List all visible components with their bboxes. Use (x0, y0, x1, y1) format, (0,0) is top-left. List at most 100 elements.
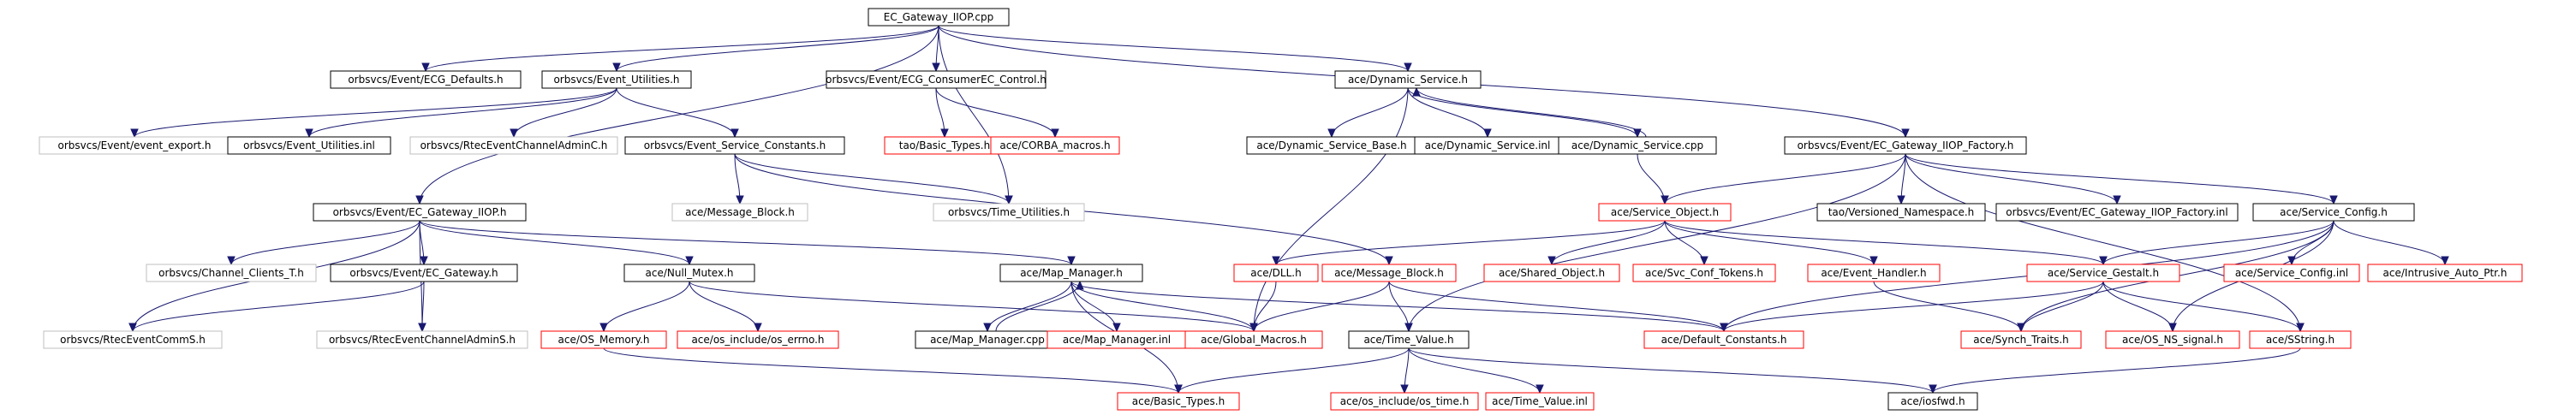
node-label: ace/Map_Manager.h (1020, 267, 1123, 279)
node-dynamic-service-base[interactable]: ace/Dynamic_Service_Base.h (1246, 136, 1417, 155)
node-label: ace/OS_Memory.h (558, 334, 650, 346)
node-label: orbsvcs/Event_Utilities.h (553, 74, 679, 86)
node-ec-gateway-iiop-factory-h[interactable]: orbsvcs/Event/EC_Gateway_IIOP_Factory.h (1784, 136, 2027, 155)
node-map-manager-cpp[interactable]: ace/Map_Manager.cpp (915, 330, 1060, 349)
node-versioned-namespace[interactable]: tao/Versioned_Namespace.h (1816, 203, 1986, 222)
node-dynamic-service-h[interactable]: ace/Dynamic_Service.h (1334, 70, 1482, 89)
edge-ec_gateway_iiop_h-to-channel_clients_t (227, 220, 420, 266)
edge-dynamic_service_h-to-dynamic_service_inl (1407, 87, 1492, 139)
node-service-config-inl[interactable]: ace/Service_Config.inl (2223, 264, 2360, 282)
node-label: ace/Time_Value.inl (1492, 395, 1588, 407)
edge-time_value_h-to-os_time (1400, 347, 1410, 394)
edge-service_object-to-shared_object (1547, 220, 1666, 266)
node-event-utilities-h[interactable]: orbsvcs/Event_Utilities.h (541, 70, 692, 89)
node-service-object[interactable]: ace/Service_Object.h (1598, 203, 1732, 222)
node-iosfwd[interactable]: ace/iosfwd.h (1887, 392, 1978, 411)
node-sstring[interactable]: ace/SString.h (2249, 330, 2352, 349)
edge-event_utilities_h-to-event_service_constants (616, 87, 739, 139)
node-label: orbsvcs/RtecEventCommS.h (60, 334, 206, 346)
node-label: orbsvcs/Event/ECG_Defaults.h (348, 74, 503, 86)
edge-root-to-ec_gateway_iiop_h (415, 25, 939, 205)
edge-service_gestalt-to-default_constants (1720, 281, 2104, 333)
node-service-config-h[interactable]: ace/Service_Config.h (2252, 203, 2415, 222)
node-intrusive-auto-ptr[interactable]: ace/Intrusive_Auto_Ptr.h (2367, 264, 2523, 282)
edge-ec_gateway_iiop_factory_h-to-versioned_namespace (1897, 153, 1906, 205)
node-label: ace/Service_Config.inl (2235, 267, 2348, 279)
node-dll[interactable]: ace/DLL.h (1233, 264, 1319, 282)
node-time-value-h[interactable]: ace/Time_Value.h (1348, 330, 1470, 349)
node-ace-basic-types[interactable]: ace/Basic_Types.h (1117, 392, 1240, 411)
node-label: ace/Synch_Traits.h (1973, 334, 2068, 346)
edge-service_object-to-svc_conf_tokens (1664, 220, 1708, 266)
node-label: ace/Service_Gestalt.h (2048, 267, 2159, 279)
edge-ec_gateway_iiop_h-to-null_mutex (419, 220, 694, 266)
node-label: orbsvcs/Event_Utilities.inl (243, 139, 375, 151)
node-ecg-defaults[interactable]: orbsvcs/Event/ECG_Defaults.h (330, 70, 522, 89)
edge-dynamic_service_h-to-dynamic_service_cpp (1407, 87, 1642, 139)
node-rtec-event-channel-admin-s[interactable]: orbsvcs/RtecEventChannelAdminS.h (316, 330, 528, 349)
node-service-gestalt[interactable]: ace/Service_Gestalt.h (2026, 264, 2180, 282)
node-ec-gateway-iiop-h[interactable]: orbsvcs/Event/EC_Gateway_IIOP.h (313, 203, 527, 222)
node-label: ace/Basic_Types.h (1132, 395, 1225, 407)
node-label: ace/Intrusive_Auto_Ptr.h (2383, 267, 2507, 279)
node-global-macros[interactable]: ace/Global_Macros.h (1184, 330, 1323, 349)
node-map-manager-inl[interactable]: ace/Map_Manager.inl (1046, 330, 1187, 349)
edge-ec_gateway_iiop_factory_h-to-service_object (1661, 153, 1906, 205)
node-shared-object[interactable]: ace/Shared_Object.h (1483, 264, 1620, 282)
node-synch-traits[interactable]: ace/Synch_Traits.h (1960, 330, 2082, 349)
edge-sstring-to-iosfwd (1929, 347, 2301, 394)
node-root[interactable]: EC_Gateway_IIOP.cpp (868, 8, 1010, 27)
edge-ec_gateway_iiop_factory_h-to-time_value_h (1404, 153, 1906, 333)
node-label: ace/Service_Object.h (1611, 206, 1719, 218)
node-event-service-constants[interactable]: orbsvcs/Event_Service_Constants.h (624, 136, 845, 155)
node-time-utilities[interactable]: orbsvcs/Time_Utilities.h (933, 203, 1085, 222)
edge-service_gestalt-to-sstring (2102, 281, 2305, 333)
node-message-block-red[interactable]: ace/Message_Block.h (1321, 264, 1457, 282)
node-label: tao/Versioned_Namespace.h (1828, 206, 1975, 218)
node-ecg-consumer-ec-control[interactable]: orbsvcs/Event/ECG_ConsumerEC_Control.h (826, 70, 1046, 89)
node-os-memory[interactable]: ace/OS_Memory.h (540, 330, 667, 349)
node-label: ace/Message_Block.h (685, 206, 795, 218)
edge-dynamic_service_h-to-global_macros (1249, 87, 1409, 333)
node-label: orbsvcs/Channel_Clients_T.h (158, 267, 304, 279)
node-label: ace/iosfwd.h (1900, 395, 1965, 407)
node-dynamic-service-inl[interactable]: ace/Dynamic_Service.inl (1414, 136, 1561, 155)
node-label: ace/SString.h (2266, 334, 2334, 346)
node-corba-macros[interactable]: ace/CORBA_macros.h (990, 136, 1120, 155)
edge-time_value_h-to-time_value_inl (1408, 347, 1544, 394)
edge-message_block_red-to-default_constants (1388, 281, 1728, 333)
edge-ec_gateway_h-to-rtec_event_channel_admin_s (418, 281, 426, 333)
file-nodes: EC_Gateway_IIOP.cpp orbsvcs/Event/ECG_Def… (39, 8, 2523, 411)
node-os-time[interactable]: ace/os_include/os_time.h (1330, 392, 1479, 411)
node-dynamic-service-cpp[interactable]: ace/Dynamic_Service.cpp (1558, 136, 1717, 155)
node-label: ace/Dynamic_Service_Base.h (1256, 139, 1406, 151)
node-rtec-event-channel-admin-c[interactable]: orbsvcs/RtecEventChannelAdminC.h (409, 136, 618, 155)
node-event-handler[interactable]: ace/Event_Handler.h (1807, 264, 1941, 282)
node-rtec-event-comm-s[interactable]: orbsvcs/RtecEventCommS.h (43, 330, 223, 349)
node-tao-basic-types[interactable]: tao/Basic_Types.h (884, 136, 1005, 155)
edge-ecg_consumer_ec_control-to-tao_basic_types (935, 87, 949, 139)
node-message-block-plain[interactable]: ace/Message_Block.h (671, 203, 808, 222)
node-event-export[interactable]: orbsvcs/Event/event_export.h (39, 136, 230, 155)
edge-null_mutex-to-global_macros (689, 281, 1258, 333)
node-label: ace/Global_Macros.h (1201, 334, 1307, 346)
node-ec-gateway-h[interactable]: orbsvcs/Event/EC_Gateway.h (330, 264, 518, 282)
edge-map_manager_h-to-map_manager_cpp (983, 281, 1072, 333)
node-label: ace/Event_Handler.h (1821, 267, 1926, 279)
edge-service_object-to-dll (1272, 220, 1666, 266)
node-ec-gateway-iiop-factory-inl[interactable]: orbsvcs/Event/EC_Gateway_IIOP_Factory.in… (1995, 203, 2239, 222)
node-svc-conf-tokens[interactable]: ace/Svc_Conf_Tokens.h (1632, 264, 1776, 282)
node-event-utilities-inl[interactable]: orbsvcs/Event_Utilities.inl (227, 136, 391, 155)
node-default-constants[interactable]: ace/Default_Constants.h (1643, 330, 1804, 349)
edge-map_manager_h-to-map_manager_inl (1070, 281, 1121, 333)
node-os-ns-signal[interactable]: ace/OS_NS_signal.h (2105, 330, 2240, 349)
node-map-manager-h[interactable]: ace/Map_Manager.h (999, 264, 1143, 282)
edge-null_mutex-to-os_memory (599, 281, 690, 333)
node-null-mutex[interactable]: ace/Null_Mutex.h (623, 264, 755, 282)
node-channel-clients-t[interactable]: orbsvcs/Channel_Clients_T.h (146, 264, 317, 282)
node-os-errno[interactable]: ace/os_include/os_errno.h (677, 330, 839, 349)
node-label: orbsvcs/Time_Utilities.h (948, 206, 1070, 218)
node-time-value-inl[interactable]: ace/Time_Value.inl (1485, 392, 1595, 411)
node-label: orbsvcs/RtecEventChannelAdminS.h (329, 334, 516, 346)
